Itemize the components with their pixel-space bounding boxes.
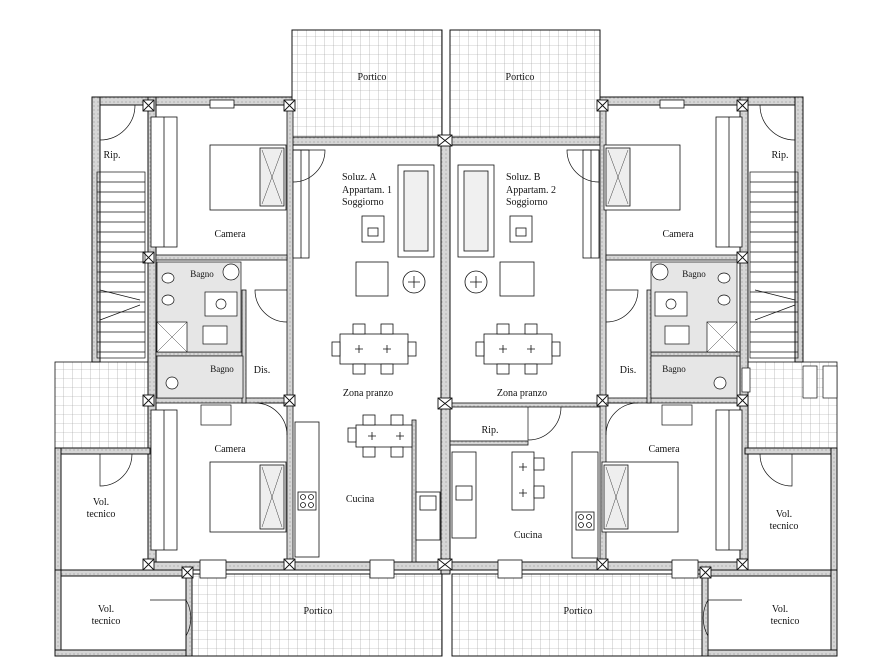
label-camera-tl: Camera [214,229,246,240]
label-soggiorno-b: Soggiorno [506,197,548,208]
label-camera-bl: Camera [214,444,246,455]
label-vol-tecnico-r2a: Vol. [772,604,788,615]
terrace-left [54,361,151,449]
label-rip-right: Rip. [772,150,789,161]
label-cucina-a: Cucina [346,494,375,505]
dining-tables [331,323,561,511]
windows [150,99,743,579]
label-vol-tecnico-r1a: Vol. [776,509,792,520]
label-camera-tr: Camera [662,229,694,240]
label-camera-br: Camera [648,444,680,455]
label-vol-tecnico-l2b: tecnico [92,616,121,627]
label-rip-left: Rip. [104,150,121,161]
label-bagno-tl: Bagno [190,269,214,279]
label-soluz-b: Soluz. B [506,172,541,183]
door-swings [99,104,796,637]
portico-bottom-right [451,573,703,657]
kitchen-counters [294,421,599,559]
terrace-right [744,361,838,449]
label-dis-right: Dis. [620,365,636,376]
label-vol-tecnico-l1a: Vol. [93,497,109,508]
label-appartam-2: Appartam. 2 [506,185,556,196]
label-portico-bottom-right: Portico [564,606,593,617]
label-bagno-bl: Bagno [210,364,234,374]
bed-bottom-right [601,461,679,533]
portico-top-left [291,29,443,138]
label-portico-top-left: Portico [358,72,387,83]
beds [209,144,681,533]
label-portico-top-right: Portico [506,72,535,83]
stairs-left [96,171,146,359]
label-portico-bottom-left: Portico [304,606,333,617]
small-boxes [741,365,838,399]
label-vol-tecnico-l2a: Vol. [98,604,114,615]
columns [142,99,749,579]
portico-top-right [449,29,601,138]
label-soggiorno-a: Soggiorno [342,197,384,208]
label-vol-tecnico-r1b: tecnico [770,521,799,532]
label-rip-center: Rip. [482,425,499,436]
bed-bottom-left [209,461,287,533]
living-furniture [355,164,535,297]
bed-top-right [603,144,681,211]
bed-top-left [209,144,287,211]
room-labels: Portico Portico Portico Portico Rip. Rip… [87,72,800,627]
label-vol-tecnico-l1b: tecnico [87,509,116,520]
label-vol-tecnico-r2b: tecnico [771,616,800,627]
label-soluz-a: Soluz. A [342,172,377,183]
label-zona-pranzo-a: Zona pranzo [343,388,393,399]
label-zona-pranzo-b: Zona pranzo [497,388,547,399]
label-appartam-1: Appartam. 1 [342,185,392,196]
portico-bottom-left [191,573,443,657]
label-cucina-b: Cucina [514,530,543,541]
label-dis-left: Dis. [254,365,270,376]
label-bagno-br: Bagno [662,364,686,374]
interior-walls [155,104,741,563]
stairs-right [749,171,799,359]
label-bagno-tr: Bagno [682,269,706,279]
bathroom-fixtures [156,261,738,426]
